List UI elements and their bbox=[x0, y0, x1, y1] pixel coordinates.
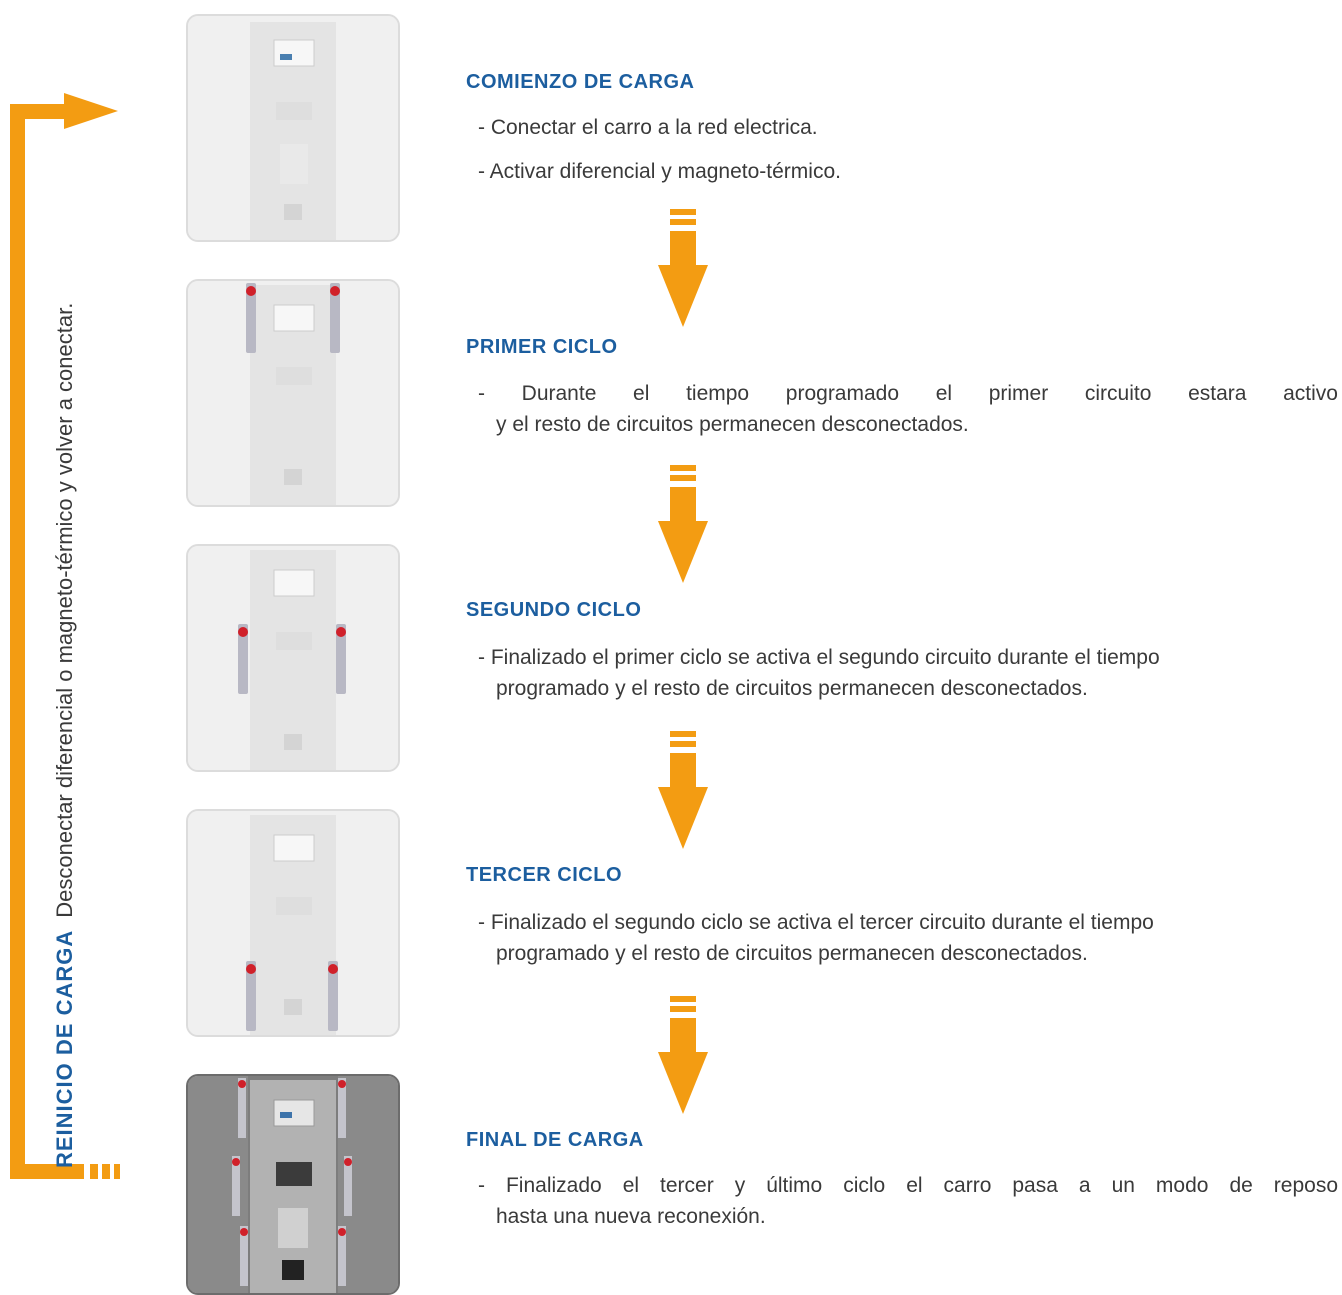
step-title-cycle-1: PRIMER CICLO bbox=[466, 336, 618, 358]
down-arrow-icon bbox=[658, 465, 708, 583]
step-title-start: COMIENZO DE CARGA bbox=[466, 71, 695, 93]
step-final-line-2: hasta una nueva reconexión. bbox=[496, 1205, 766, 1228]
loop-arrow-icon bbox=[64, 93, 118, 129]
down-arrow-icon bbox=[658, 731, 708, 849]
loop-dash bbox=[114, 1164, 120, 1179]
restart-loop-line bbox=[10, 104, 25, 1179]
panel-image-final bbox=[186, 1074, 400, 1295]
loop-dash bbox=[90, 1164, 98, 1179]
step-start-line-2: - Activar diferencial y magneto-térmico. bbox=[478, 160, 841, 183]
step-title-final: FINAL DE CARGA bbox=[466, 1129, 644, 1151]
restart-title: REINICIO DE CARGA bbox=[52, 929, 77, 1168]
panel-image-cycle-2 bbox=[186, 544, 400, 772]
step-cycle-2-line-2: programado y el resto de circuitos perma… bbox=[496, 677, 1088, 700]
step-cycle-1-line-1: - Durante el tiempo programado el primer… bbox=[478, 382, 1338, 405]
step-cycle-1-line-2: y el resto de circuitos permanecen desco… bbox=[496, 413, 969, 436]
restart-label: REINICIO DE CARGA Desconectar diferencia… bbox=[51, 168, 79, 1168]
panel-image-cycle-1 bbox=[186, 279, 400, 507]
step-cycle-3-line-1: - Finalizado el segundo ciclo se activa … bbox=[478, 911, 1154, 934]
step-final-line-1: - Finalizado el tercer y último ciclo el… bbox=[478, 1174, 1338, 1197]
panel-image-start bbox=[186, 14, 400, 242]
step-cycle-3-line-2: programado y el resto de circuitos perma… bbox=[496, 942, 1088, 965]
step-title-cycle-2: SEGUNDO CICLO bbox=[466, 599, 642, 621]
down-arrow-icon bbox=[658, 209, 708, 327]
step-title-cycle-3: TERCER CICLO bbox=[466, 864, 622, 886]
step-start-line-1: - Conectar el carro a la red electrica. bbox=[478, 116, 818, 139]
down-arrow-icon bbox=[658, 996, 708, 1114]
panel-image-cycle-3 bbox=[186, 809, 400, 1037]
loop-dash bbox=[102, 1164, 110, 1179]
restart-text: Desconectar diferencial o magneto-térmic… bbox=[52, 302, 77, 918]
restart-loop-bottom bbox=[10, 1164, 84, 1179]
step-cycle-2-line-1: - Finalizado el primer ciclo se activa e… bbox=[478, 646, 1160, 669]
restart-loop-top bbox=[10, 104, 74, 119]
